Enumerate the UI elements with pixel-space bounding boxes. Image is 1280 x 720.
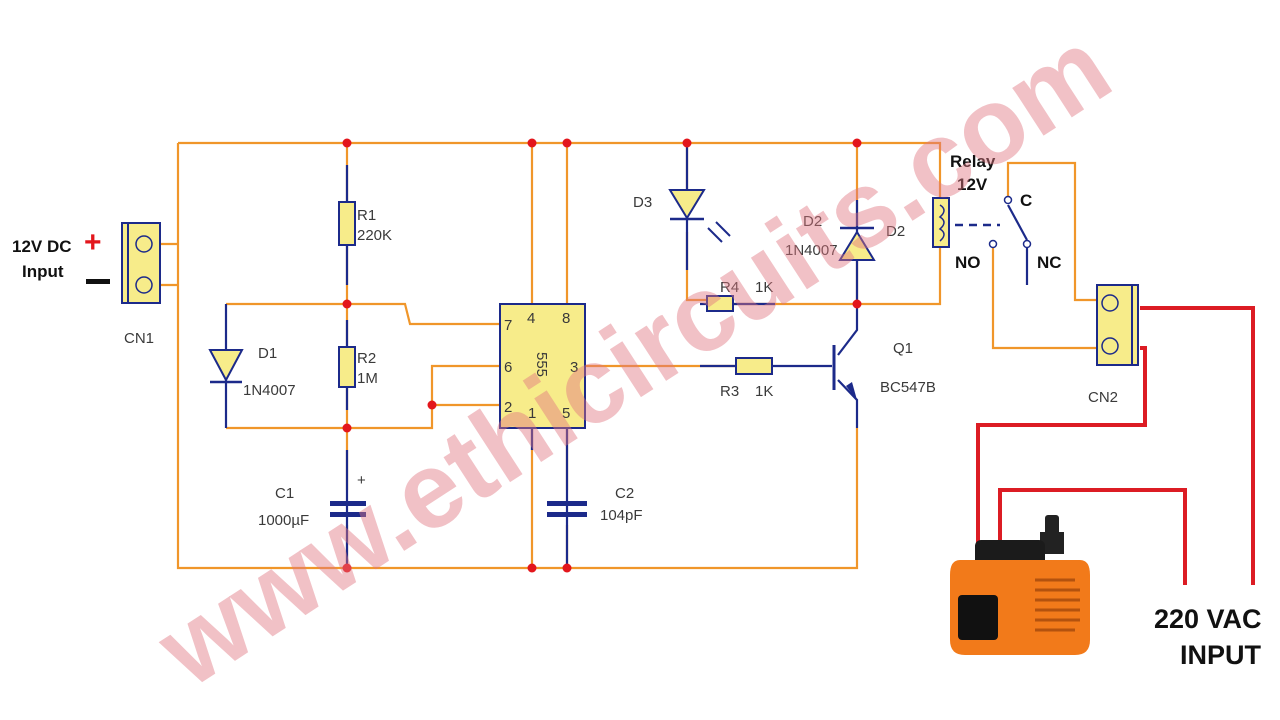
- capacitor-c1: + C1 1000µF: [258, 472, 366, 529]
- components-d2-name-label: D2: [803, 213, 822, 230]
- ac-input-line2: INPUT: [1180, 640, 1262, 670]
- components-relay-no-label: NO: [955, 253, 981, 272]
- input-label-line2: Input: [22, 262, 64, 281]
- cn1-label: CN1: [124, 330, 154, 347]
- components-r2-value-label: 1M: [357, 370, 378, 387]
- components-relay-nc-label: NC: [1037, 253, 1062, 272]
- components-r3-value-label: 1K: [755, 383, 773, 400]
- connector-cn2: CN2: [1088, 284, 1139, 406]
- components-c1-polarity-label: +: [357, 472, 366, 489]
- components-relay-c-label: C: [1020, 191, 1032, 210]
- capacitor-c2: C2 104pF: [547, 485, 643, 524]
- components-r1-value-label: 220K: [357, 227, 392, 244]
- components-ic-pins-6-label: 1: [528, 405, 536, 422]
- components-ic-pins-4-label: 3: [570, 359, 578, 376]
- components-r4-value-label: 1K: [755, 279, 773, 296]
- resistor-r1: R1 220K: [338, 201, 392, 246]
- relay: Relay 12V C NO NC: [932, 152, 1062, 272]
- components-ic-pins-5-label: 2: [504, 399, 512, 416]
- components-r2-name-label: R2: [357, 350, 376, 367]
- ac-input-line1: 220 VAC: [1154, 604, 1262, 634]
- components-r4-name-label: R4: [720, 279, 739, 296]
- components-d1-value-label: 1N4007: [243, 382, 296, 399]
- components-c1-name-label: C1: [275, 485, 294, 502]
- ic-555: 7 4 8 6 3 2 1 5 555: [499, 303, 586, 429]
- diode-d2: D2 1N4007 D2: [785, 213, 905, 261]
- components-ic-pins-2-label: 8: [562, 310, 570, 327]
- components-d2-value-label: 1N4007: [785, 242, 838, 259]
- components-c2-value-label: 104pF: [600, 507, 643, 524]
- components-relay-line2-label: 12V: [957, 175, 988, 194]
- input-label-line1: 12V DC: [12, 237, 72, 256]
- components-d2-name2-label: D2: [886, 223, 905, 240]
- components-ic-pins-1-label: 4: [527, 310, 535, 327]
- components-c2-name-label: C2: [615, 485, 634, 502]
- components-ic-name-label: 555: [533, 352, 550, 377]
- connector-cn1: CN1: [121, 222, 161, 347]
- components-r3-name-label: R3: [720, 383, 739, 400]
- components-ic-pins-7-label: 5: [562, 405, 570, 422]
- minus-sign: [86, 279, 110, 284]
- diode-d1: D1 1N4007: [208, 345, 296, 399]
- components-d3-name-label: D3: [633, 194, 652, 211]
- components-d1-name-label: D1: [258, 345, 277, 362]
- transistor-q1: Q1 BC547B: [832, 340, 936, 400]
- plus-sign: +: [84, 226, 102, 259]
- components-cn2-name-label: CN2: [1088, 389, 1118, 406]
- components-r1-name-label: R1: [357, 207, 376, 224]
- resistor-r3: R3 1K: [720, 357, 773, 400]
- junctions: [342, 138, 862, 573]
- water-pump-image: [950, 515, 1090, 655]
- resistor-r4: R4 1K: [706, 279, 773, 312]
- components-q1-name-label: Q1: [893, 340, 913, 357]
- components-c1-value-label: 1000µF: [258, 512, 309, 529]
- ac-wires: [976, 306, 1255, 585]
- components-ic-pins-3-label: 6: [504, 359, 512, 376]
- components-q1-value-label: BC547B: [880, 379, 936, 396]
- led-d3: D3: [633, 189, 731, 243]
- resistor-r2: R2 1M: [338, 346, 378, 388]
- components-ic-pins-0-label: 7: [504, 317, 512, 334]
- components-relay-line1-label: Relay: [950, 152, 996, 171]
